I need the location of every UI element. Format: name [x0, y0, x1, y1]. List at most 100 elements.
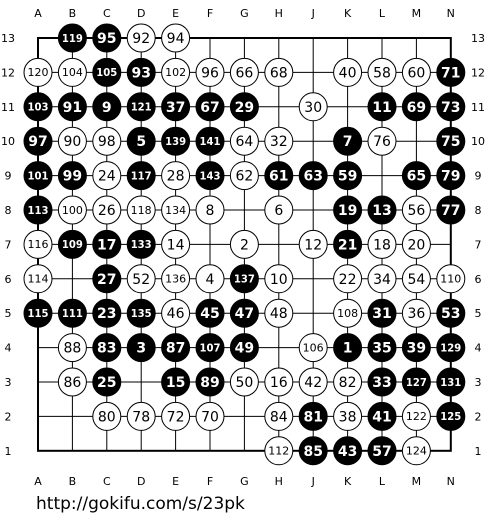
move-number: 114 [28, 274, 49, 286]
move-number: 106 [303, 342, 324, 354]
black-stone [367, 401, 397, 431]
move-number: 77 [441, 203, 460, 219]
white-stone [23, 229, 53, 259]
move-number: 80 [98, 409, 116, 425]
move-number: 25 [97, 375, 116, 391]
black-stone [436, 126, 466, 156]
move-number: 93 [131, 65, 150, 81]
move-number: 40 [339, 65, 357, 81]
row-label-left: 1 [5, 445, 12, 458]
black-stone [23, 195, 53, 225]
black-stone [333, 436, 363, 466]
white-stone [126, 264, 156, 294]
source-url[interactable]: http://gokifu.com/s/23pk [36, 494, 245, 514]
row-label-left: 11 [1, 101, 15, 114]
move-number: 35 [372, 341, 391, 357]
black-stone [161, 126, 191, 156]
move-number: 4 [206, 272, 215, 288]
black-stone [229, 333, 259, 363]
black-stone [23, 298, 53, 328]
column-label-bottom: C [103, 475, 111, 488]
white-stone [229, 57, 259, 87]
black-stone [333, 229, 363, 259]
move-number: 105 [96, 67, 117, 79]
white-stone [92, 161, 122, 191]
row-label-left: 9 [5, 170, 12, 183]
column-label-bottom: L [379, 475, 386, 488]
move-number: 21 [338, 237, 357, 253]
move-number: 33 [372, 375, 391, 391]
move-number: 63 [303, 169, 322, 185]
move-number: 34 [373, 272, 391, 288]
column-label-top: M [412, 7, 422, 20]
column-label-bottom: J [311, 475, 315, 488]
row-label-left: 13 [1, 32, 15, 45]
move-number: 17 [97, 237, 116, 253]
white-stone [298, 333, 328, 363]
column-label-top: G [240, 7, 249, 20]
move-number: 75 [441, 134, 460, 150]
column-label-top: N [447, 7, 455, 20]
column-label-top: C [103, 7, 111, 20]
move-number: 60 [407, 65, 425, 81]
move-number: 117 [131, 170, 152, 182]
move-number: 54 [407, 272, 425, 288]
row-label-right: 6 [475, 273, 482, 286]
move-number: 129 [440, 342, 461, 354]
black-stone [195, 333, 225, 363]
move-number: 42 [304, 375, 322, 391]
move-number: 69 [407, 100, 426, 116]
white-stone [401, 298, 431, 328]
black-stone [264, 161, 294, 191]
white-stone [161, 229, 191, 259]
white-stone [161, 195, 191, 225]
move-number: 48 [270, 306, 288, 322]
white-stone [195, 401, 225, 431]
white-stone [333, 57, 363, 87]
move-number: 29 [235, 100, 254, 116]
white-stone [161, 23, 191, 53]
black-stone [229, 92, 259, 122]
black-stone [126, 161, 156, 191]
move-number: 3 [136, 341, 146, 357]
white-stone [333, 367, 363, 397]
move-number: 73 [441, 100, 460, 116]
move-number: 109 [62, 239, 83, 251]
black-stone [92, 57, 122, 87]
move-number: 20 [407, 237, 425, 253]
column-label-top: J [311, 7, 315, 20]
move-number: 49 [235, 341, 254, 357]
white-stone [229, 229, 259, 259]
move-number: 45 [200, 306, 219, 322]
row-label-right: 13 [471, 32, 485, 45]
black-stone [92, 264, 122, 294]
black-stone [195, 126, 225, 156]
move-number: 66 [235, 65, 253, 81]
move-number: 133 [131, 239, 152, 251]
white-stone [161, 298, 191, 328]
move-number: 6 [274, 203, 283, 219]
row-label-right: 8 [475, 204, 482, 217]
white-stone [401, 229, 431, 259]
move-number: 26 [98, 203, 116, 219]
white-stone [333, 298, 363, 328]
black-stone [161, 367, 191, 397]
black-stone [126, 92, 156, 122]
move-number: 84 [270, 409, 288, 425]
black-stone [401, 161, 431, 191]
row-label-right: 10 [471, 135, 485, 148]
black-stone [436, 333, 466, 363]
black-stone [23, 161, 53, 191]
move-number: 68 [270, 65, 288, 81]
move-number: 43 [338, 444, 357, 460]
white-stone [401, 57, 431, 87]
move-number: 39 [407, 341, 426, 357]
move-number: 86 [63, 375, 81, 391]
move-number: 100 [62, 205, 83, 217]
white-stone [126, 401, 156, 431]
move-number: 89 [200, 375, 219, 391]
column-label-bottom: K [344, 475, 352, 488]
column-label-top: E [172, 7, 179, 20]
row-label-left: 6 [5, 273, 12, 286]
move-number: 91 [63, 100, 82, 116]
